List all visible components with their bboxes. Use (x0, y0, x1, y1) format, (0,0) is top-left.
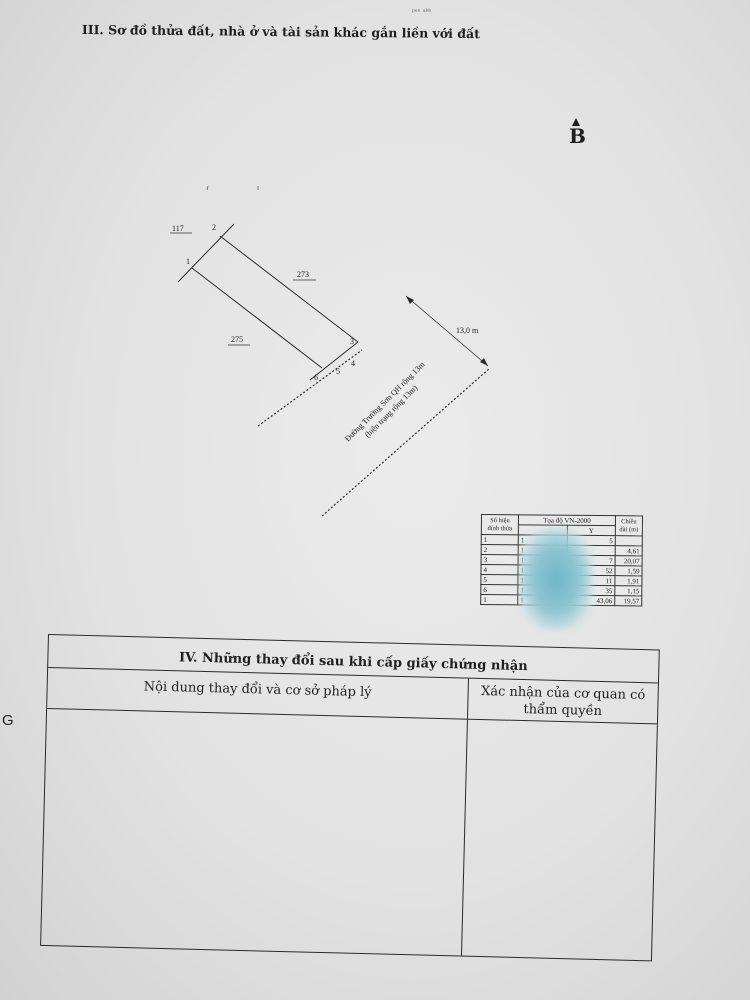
road-edge-top (257, 349, 363, 427)
changes-table: IV. Những thay đổi sau khi cấp giấy chứn… (40, 634, 660, 962)
parcel-label-117: 117 (172, 224, 184, 233)
vertex-label-5: 5 (336, 367, 340, 376)
boundary-3-6 (309, 341, 359, 381)
changes-table-body (41, 709, 657, 960)
top-mark: ᵖᵒⁿ ᵃᵇᵇ (412, 8, 432, 16)
th-point: Số hiệu đỉnh thửa (481, 514, 519, 535)
redaction-blur (520, 528, 592, 630)
north-letter: B (569, 124, 586, 148)
vertex-label-6: 6 (314, 373, 318, 382)
vertex-label-1: 1 (186, 257, 190, 266)
vertex-label-3: 3 (350, 337, 354, 346)
vertex-label-4: 4 (351, 359, 355, 368)
road-width-dimension (405, 295, 489, 367)
side-letter: G (2, 712, 14, 729)
road-width-label: 13,0 m (456, 326, 479, 335)
parcel-label-273: 273 (297, 270, 309, 279)
parcel-label-275: 275 (231, 335, 243, 344)
changes-content-cell (41, 709, 468, 956)
boundary-1-6 (191, 267, 323, 369)
boundary-2-3 (219, 235, 359, 343)
th-length: Chiều dài (m) (615, 515, 643, 536)
authority-cell (462, 720, 657, 961)
north-arrow-icon (566, 118, 586, 154)
vertex-label-2: 2 (212, 223, 216, 232)
road-name: Đường Trường Sơn QH rộng 13m (343, 359, 427, 443)
road-edge-bottom (321, 367, 491, 517)
boundary-1-2 (177, 223, 235, 283)
header-authority-confirmation: Xác nhận của cơ quan có thẩm quyền (480, 683, 646, 720)
